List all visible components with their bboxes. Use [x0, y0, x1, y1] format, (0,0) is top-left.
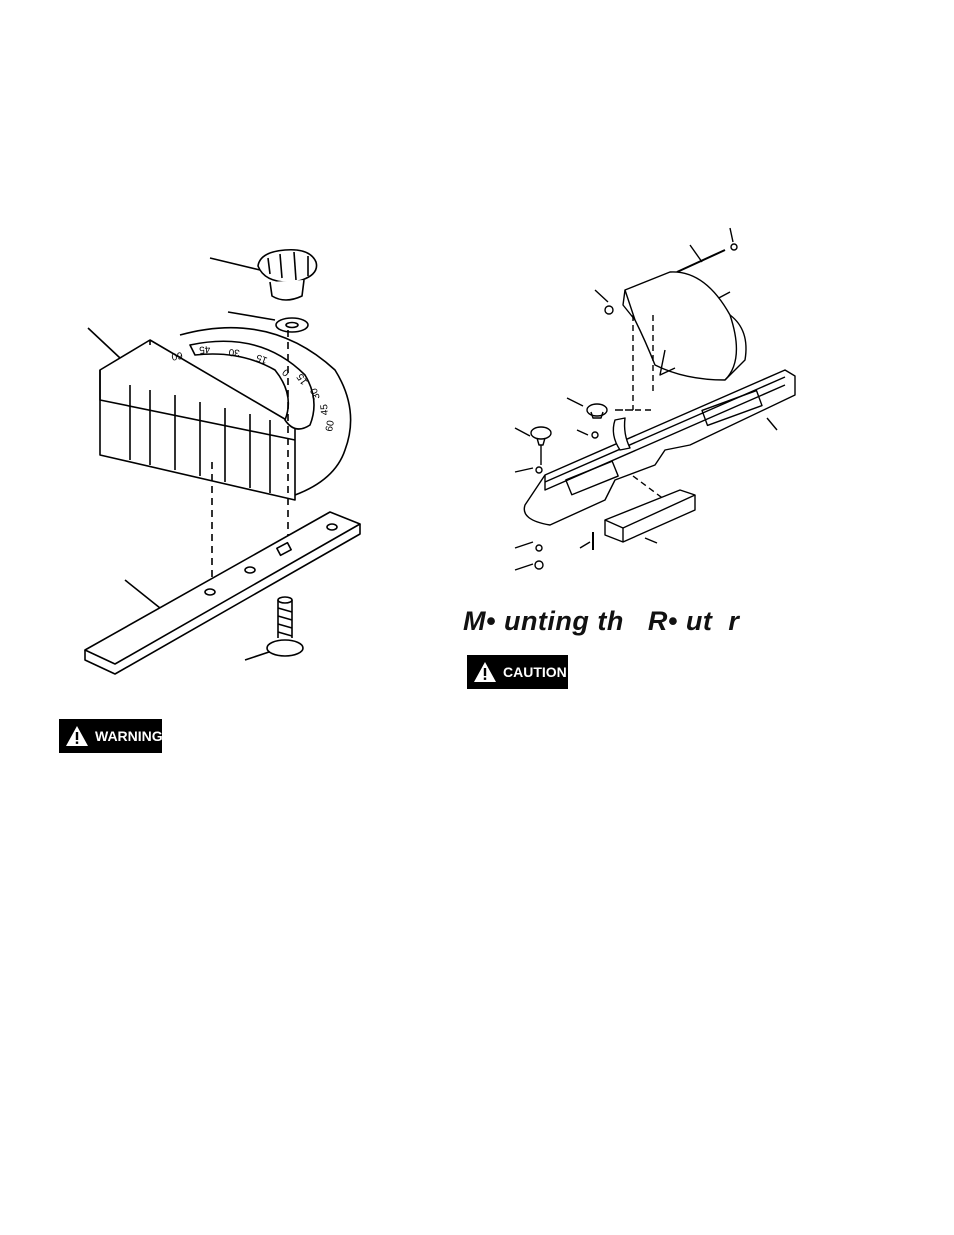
miter-gauge-illustration: 60 45 30 15 0 15 30 45 60 [84, 248, 361, 675]
section-heading: M• unting th R• ut r [463, 606, 740, 636]
miter-guide-bar [84, 511, 361, 675]
warning-label: WARNING [95, 728, 163, 744]
lock-knob [257, 248, 318, 301]
sub-fence-block [604, 489, 696, 543]
caution-badge: CAUTION [467, 655, 568, 689]
knob-leader-line [209, 257, 261, 271]
washer-leader-line [227, 311, 276, 321]
bar-leader-line [124, 579, 161, 609]
scale-label: 45 [198, 343, 210, 355]
washer [275, 317, 309, 333]
scale-label: 30 [309, 386, 323, 401]
body-leader-line [87, 327, 121, 359]
scale-label: 60 [170, 349, 183, 362]
router-fence [523, 369, 796, 526]
fence-knob [586, 403, 608, 419]
scale-label: 0 [280, 366, 292, 378]
carriage-bolt [266, 596, 304, 657]
warning-triangle-icon [474, 662, 496, 682]
miter-gauge-body [99, 326, 352, 501]
scale-label: 60 [324, 419, 337, 432]
fence-guard-illustration [514, 227, 796, 571]
fence-knob [530, 426, 552, 465]
warning-badge: WARNING [59, 719, 163, 753]
scale-label: 30 [228, 346, 240, 358]
warning-triangle-icon [66, 726, 88, 746]
scale-label: 15 [254, 351, 269, 365]
scale-label: 45 [319, 403, 331, 415]
caution-label: CAUTION [503, 664, 567, 680]
bit-guard [622, 271, 747, 381]
